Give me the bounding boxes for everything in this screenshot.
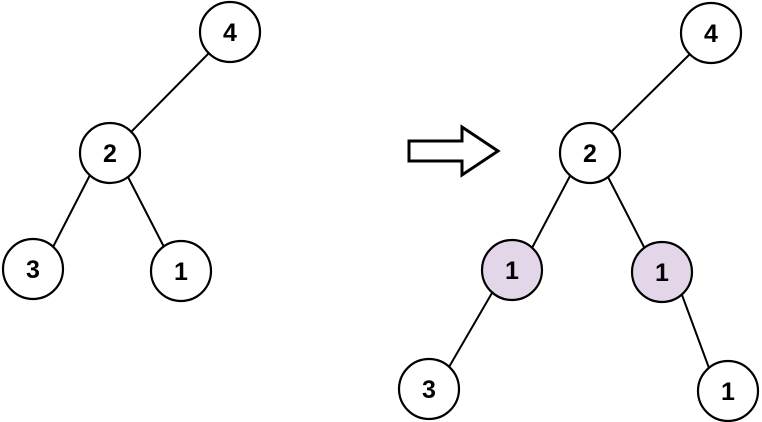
tree-edge: [130, 52, 210, 133]
tree-node: 3: [1, 237, 65, 301]
node-value-label: 1: [505, 257, 519, 285]
node-value-label: 2: [583, 140, 597, 168]
tree-edge: [127, 176, 165, 248]
node-circle: [1, 237, 65, 301]
node-circle: [149, 239, 213, 303]
tree-node-highlighted: 1: [630, 240, 694, 304]
node-value-label: 4: [223, 19, 237, 47]
node-value-label: 1: [721, 378, 735, 406]
tree-after: 4 2 1 1 3 1: [397, 1, 760, 422]
node-circle: [679, 1, 743, 65]
tree-edge: [610, 53, 691, 133]
tree-node: 1: [696, 359, 760, 422]
node-circle: [696, 359, 760, 422]
tree-before: 4 2 3 1: [1, 0, 262, 303]
node-value-label: 2: [103, 140, 117, 168]
node-circle: [78, 121, 142, 185]
node-value-label: 1: [655, 259, 669, 287]
tree-edge: [607, 176, 646, 250]
tree-node-highlighted: 1: [480, 238, 544, 302]
tree-edge: [52, 174, 91, 248]
tree-edge: [681, 294, 710, 369]
node-value-label: 3: [26, 256, 40, 284]
tree-node: 3: [397, 357, 461, 421]
tree-edge: [531, 175, 571, 249]
tree-node: 4: [679, 1, 743, 65]
node-value-label: 4: [704, 20, 718, 48]
node-value-label: 1: [174, 258, 188, 286]
tree-edge: [448, 292, 493, 368]
tree-node: 1: [149, 239, 213, 303]
tree-node: 2: [558, 121, 622, 185]
node-circle: [480, 238, 544, 302]
node-value-label: 3: [422, 376, 436, 404]
right-arrow-icon: [407, 124, 501, 178]
node-circle: [558, 121, 622, 185]
node-circle: [397, 357, 461, 421]
tree-node: 4: [198, 0, 262, 64]
node-circle: [198, 0, 262, 64]
tree-node: 2: [78, 121, 142, 185]
transform-arrow-group: [407, 124, 501, 178]
node-circle: [630, 240, 694, 304]
